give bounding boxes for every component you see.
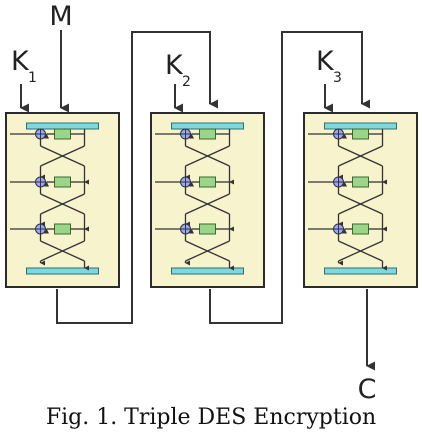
final-permutation-bar [171,267,244,275]
feistel-round-2 [10,176,89,232]
f-function-box [199,176,216,188]
f-function-box [199,128,216,140]
key1-sub: 1 [28,70,37,86]
feistel-round-3 [155,223,234,271]
feistel-round-3 [10,223,89,271]
swap-wire-b [40,145,85,167]
des-block-frame [5,112,120,288]
f-function-box [352,176,369,188]
f-function-box [54,128,71,140]
swap-wire-b [338,193,383,215]
swap-wire-b [338,240,383,262]
wire-block2-to-block3 [209,31,371,324]
f-function-box [352,223,369,235]
key1-label: K 1 [11,46,37,86]
key1-main: K [11,46,30,77]
key3-label: K 3 [316,46,342,86]
des-block-3 [303,112,418,288]
des-block-frame [303,112,418,288]
key-arrows [20,84,334,113]
des-block-frame [150,112,265,288]
key2-main: K [165,50,184,81]
feistel-round-3 [308,223,387,271]
f-function-box [199,223,216,235]
feistel-round-1 [155,128,234,185]
final-permutation-bar [324,267,397,275]
f-function-box [54,223,71,235]
initial-permutation-bar [26,122,99,130]
feistel-round-1 [308,128,387,185]
des-blocks [5,112,418,288]
swap-wire-b [185,193,230,215]
initial-permutation-bar [324,122,397,130]
key2-label: K 2 [165,50,191,90]
swap-wire-b [185,240,230,262]
des-block-1 [5,112,120,288]
key3-sub: 3 [333,70,342,86]
swap-wire-b [40,240,85,262]
message-label: M [49,1,72,32]
swap-wire-b [338,145,383,167]
f-function-box [54,176,71,188]
key2-sub: 2 [182,74,191,90]
feistel-round-2 [308,176,387,232]
initial-permutation-bar [171,122,244,130]
des-block-2 [150,112,265,288]
feistel-round-2 [155,176,234,232]
feistel-round-1 [10,128,89,185]
swap-wire-b [185,145,230,167]
f-function-box [352,128,369,140]
key3-main: K [316,46,335,77]
ciphertext-label: C [358,374,377,405]
wire-block1-to-block2 [56,31,219,324]
connection-wires [56,30,376,371]
figure-caption: Fig. 1. Triple DES Encryption [46,405,376,430]
swap-wire-b [40,193,85,215]
final-permutation-bar [26,267,99,275]
